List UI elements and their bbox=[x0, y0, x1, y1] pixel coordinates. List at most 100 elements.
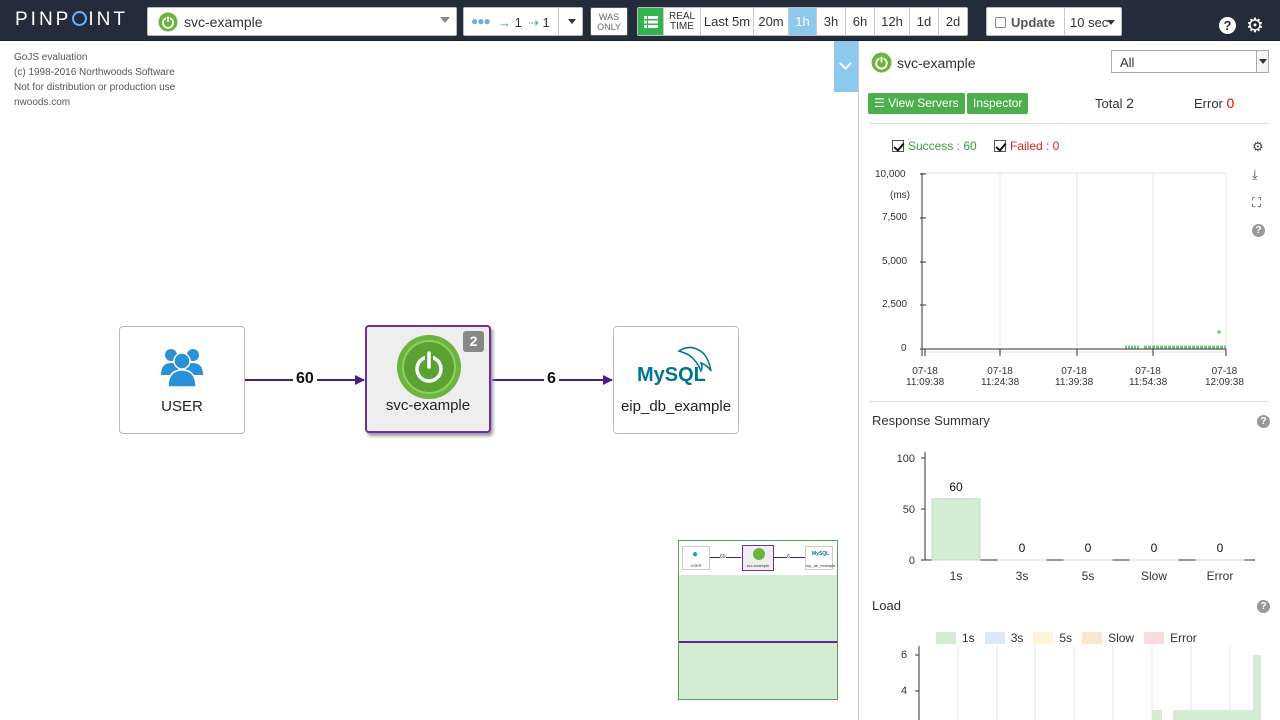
chevron-down-icon bbox=[440, 17, 450, 23]
y-tick-label: 0 bbox=[909, 555, 915, 567]
legend-label: Slow bbox=[1108, 631, 1135, 645]
bar-1s[interactable] bbox=[931, 498, 981, 561]
legend-item[interactable]: Slow bbox=[1082, 631, 1134, 645]
divider bbox=[869, 123, 1269, 124]
range-3h[interactable]: 3h bbox=[817, 8, 846, 35]
inbound-arrow-icon: → bbox=[498, 15, 511, 30]
list-icon bbox=[643, 15, 658, 28]
range-1h[interactable]: 1h bbox=[789, 8, 817, 35]
node-eip-db-example[interactable]: MySQL eip_db_example bbox=[613, 326, 739, 434]
response-scatter-chart[interactable] bbox=[914, 166, 1234, 356]
legend-label: 5s bbox=[1059, 631, 1073, 645]
range-20m[interactable]: 20m bbox=[754, 8, 789, 35]
x-tick-time: 11:39:38 bbox=[1055, 377, 1094, 388]
watermark-line: nwoods.com bbox=[14, 97, 71, 108]
legend-item[interactable]: 3s bbox=[984, 631, 1023, 645]
realtime-line1: REAL bbox=[668, 10, 696, 22]
spring-boot-icon bbox=[397, 335, 461, 399]
minimap-node-user: ● USER bbox=[682, 546, 710, 570]
help-icon[interactable]: ? bbox=[1257, 415, 1270, 428]
checkbox-checked-icon bbox=[994, 140, 1006, 152]
category-label: 3s bbox=[1016, 569, 1029, 583]
collapse-panel-button[interactable] bbox=[834, 41, 858, 92]
total-count: Total 2 bbox=[1095, 95, 1134, 111]
category-label: Slow bbox=[1141, 569, 1167, 583]
load-legend: 1s 3s 5s Slow Error bbox=[936, 631, 1197, 645]
application-name: svc-example bbox=[184, 14, 263, 30]
inspector-button[interactable]: Inspector bbox=[967, 93, 1029, 114]
expand-icon[interactable]: ⛶ bbox=[1252, 195, 1262, 210]
range-12h[interactable]: 12h bbox=[875, 8, 910, 35]
category-label: 1s bbox=[950, 569, 963, 583]
logo-target-icon bbox=[72, 11, 88, 26]
agent-filter-select[interactable]: All bbox=[1111, 50, 1269, 73]
mysql-wordmark: MySQL bbox=[637, 364, 706, 386]
error-value: 0 bbox=[1226, 95, 1235, 111]
legend-item[interactable]: 5s bbox=[1033, 631, 1072, 645]
auto-update-control: Update 10 sec bbox=[986, 7, 1122, 36]
application-selector[interactable]: svc-example bbox=[147, 7, 457, 36]
x-tick-date: 07-18 bbox=[912, 366, 938, 377]
node-depth-icon: ●●● bbox=[471, 14, 491, 28]
outbound-depth[interactable]: ⇢ 1 bbox=[528, 15, 550, 31]
user-group-icon: ● bbox=[692, 549, 699, 560]
help-icon[interactable]: ? bbox=[1257, 600, 1270, 613]
gear-icon[interactable]: ⚙ bbox=[1252, 139, 1264, 154]
category-label: 5s bbox=[1082, 569, 1095, 583]
error-count: Error 0 bbox=[1194, 95, 1234, 111]
success-filter-checkbox[interactable]: Success : 60 bbox=[892, 139, 977, 153]
was-only-line2: ONLY bbox=[597, 22, 621, 32]
scatter-y-tick: 5,000 bbox=[882, 256, 908, 267]
range-1d[interactable]: 1d bbox=[910, 8, 939, 35]
legend-item[interactable]: Error bbox=[1144, 631, 1197, 645]
chevron-down-icon[interactable] bbox=[1107, 20, 1115, 25]
legend-swatch bbox=[984, 632, 1005, 644]
depth-dropdown-icon[interactable] bbox=[568, 19, 576, 24]
list-view-button[interactable] bbox=[638, 8, 664, 35]
bar-value-label: 0 bbox=[1085, 541, 1092, 555]
range-last-5m[interactable]: Last 5m bbox=[701, 8, 754, 35]
divider bbox=[558, 8, 559, 35]
instance-count-badge[interactable]: 2 bbox=[463, 331, 484, 352]
bar-value-label: 0 bbox=[1019, 541, 1026, 555]
help-icon[interactable]: ? bbox=[1219, 17, 1236, 34]
y-tick-label: 100 bbox=[897, 453, 915, 465]
gear-icon[interactable]: ⚙ bbox=[1246, 15, 1264, 37]
inbound-depth[interactable]: → 1 bbox=[498, 15, 522, 30]
load-y-tick: 6 bbox=[901, 649, 908, 661]
x-tick-time: 11:54:38 bbox=[1129, 377, 1168, 388]
load-title: Load bbox=[872, 598, 901, 613]
download-icon[interactable]: ⤓ bbox=[1252, 167, 1258, 182]
range-2d[interactable]: 2d bbox=[945, 14, 961, 29]
view-servers-button[interactable]: ☰ View Servers bbox=[868, 93, 965, 114]
legend-item[interactable]: 1s bbox=[936, 631, 975, 645]
range-6h[interactable]: 6h bbox=[846, 8, 875, 35]
node-label: svc-example bbox=[385, 397, 471, 414]
legend-swatch bbox=[1144, 632, 1165, 644]
help-icon[interactable]: ? bbox=[1252, 224, 1265, 237]
load-chart[interactable] bbox=[915, 646, 1265, 720]
watermark-line: (c) 1998-2016 Northwoods Software bbox=[14, 67, 175, 78]
logo-text-start: PINP bbox=[15, 9, 72, 30]
edge-count-user-to-svc[interactable]: 60 bbox=[293, 370, 317, 388]
node-user[interactable]: USER bbox=[119, 326, 245, 434]
legend-swatch bbox=[1033, 632, 1054, 644]
update-interval-select[interactable]: 10 sec bbox=[1070, 15, 1109, 30]
failed-filter-checkbox[interactable]: Failed : 0 bbox=[994, 139, 1059, 153]
minimap[interactable]: ● USER 60 svc-example 6 MySQL eip_db_exa… bbox=[678, 540, 838, 700]
spring-boot-icon bbox=[158, 12, 178, 32]
update-checkbox[interactable] bbox=[995, 17, 1006, 28]
node-svc-example[interactable]: 2 svc-example bbox=[365, 325, 491, 433]
scatter-y-unit: (ms) bbox=[890, 190, 910, 201]
search-depth-control[interactable]: ●●● → 1 ⇢ 1 bbox=[463, 7, 583, 36]
edge-count-svc-to-db[interactable]: 6 bbox=[544, 370, 559, 388]
spring-boot-icon bbox=[753, 548, 765, 560]
